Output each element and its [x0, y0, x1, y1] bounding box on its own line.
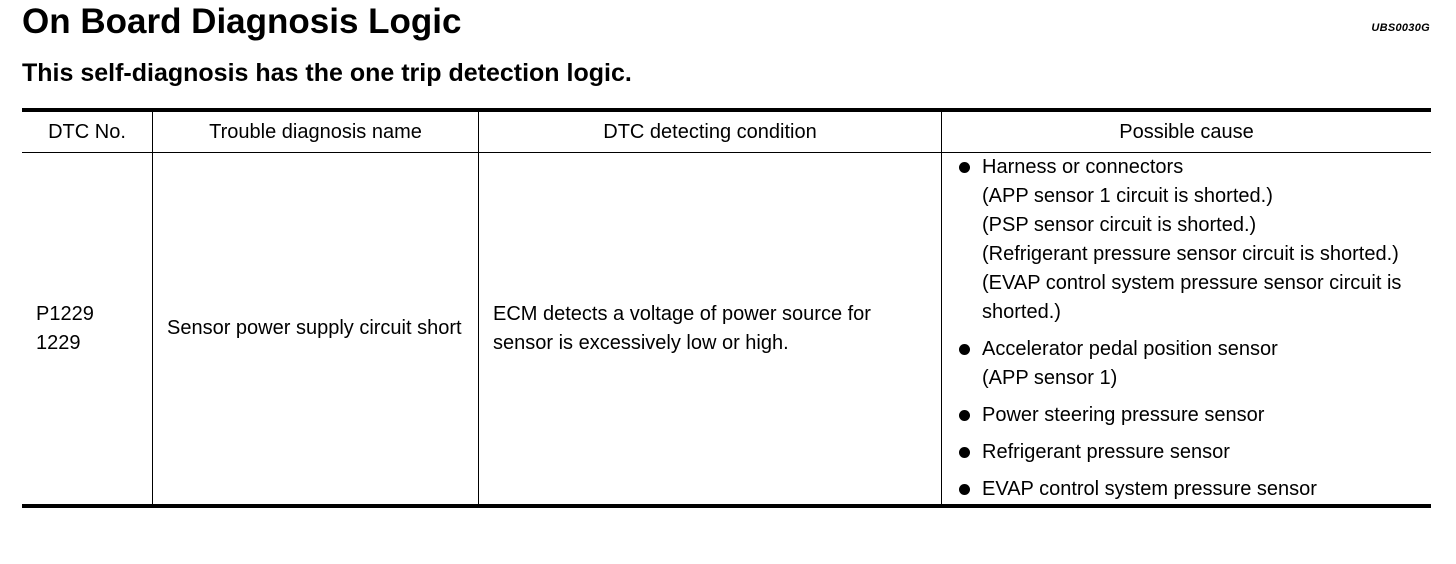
column-header-dtc-no: DTC No.: [22, 110, 153, 153]
list-item: Power steering pressure sensor: [956, 401, 1417, 430]
column-header-trouble-name: Trouble diagnosis name: [152, 110, 479, 153]
bullet-icon: [959, 410, 970, 421]
bullet-icon: [959, 447, 970, 458]
column-header-possible-cause: Possible cause: [941, 110, 1431, 153]
cause-detail: (EVAP control system pressure sensor cir…: [982, 272, 1402, 323]
condition-cell: ECM detects a voltage of power source fo…: [478, 152, 942, 506]
column-header-condition: DTC detecting condition: [478, 110, 942, 153]
dtc-table: DTC No. Trouble diagnosis name DTC detec…: [22, 108, 1431, 508]
list-item: Accelerator pedal position sensor (APP s…: [956, 335, 1417, 393]
cause-detail: (APP sensor 1 circuit is shorted.): [982, 185, 1273, 207]
cause-label: Power steering pressure sensor: [982, 404, 1265, 426]
cause-label: Refrigerant pressure sensor: [982, 441, 1230, 463]
list-item: Harness or connectors (APP sensor 1 circ…: [956, 153, 1417, 327]
cause-label: Harness or connectors: [982, 156, 1184, 178]
dtc-code-alt: 1229: [36, 331, 81, 354]
page-title: On Board Diagnosis Logic: [22, 2, 462, 41]
cause-label: EVAP control system pressure sensor: [982, 478, 1317, 500]
list-item: EVAP control system pressure sensor: [956, 475, 1417, 504]
bullet-icon: [959, 162, 970, 173]
cause-detail: (PSP sensor circuit is shorted.): [982, 214, 1257, 236]
cause-label: Accelerator pedal position sensor: [982, 338, 1278, 360]
trouble-name-cell: Sensor power supply circuit short: [152, 152, 479, 506]
table-header-row: DTC No. Trouble diagnosis name DTC detec…: [22, 110, 1431, 153]
bullet-icon: [959, 484, 970, 495]
table-row: P1229 1229 Sensor power supply circuit s…: [22, 152, 1432, 507]
cause-detail: (APP sensor 1): [982, 367, 1118, 389]
dtc-code: P1229: [36, 302, 94, 325]
dtc-no-cell: P1229 1229: [22, 152, 153, 506]
document-code: UBS0030G: [1371, 22, 1430, 34]
cause-detail: (Refrigerant pressure sensor circuit is …: [982, 243, 1399, 265]
cause-list: Harness or connectors (APP sensor 1 circ…: [956, 153, 1417, 504]
bullet-icon: [959, 344, 970, 355]
possible-cause-cell: Harness or connectors (APP sensor 1 circ…: [942, 153, 1432, 507]
page-subtitle: This self-diagnosis has the one trip det…: [22, 59, 632, 87]
list-item: Refrigerant pressure sensor: [956, 438, 1417, 467]
